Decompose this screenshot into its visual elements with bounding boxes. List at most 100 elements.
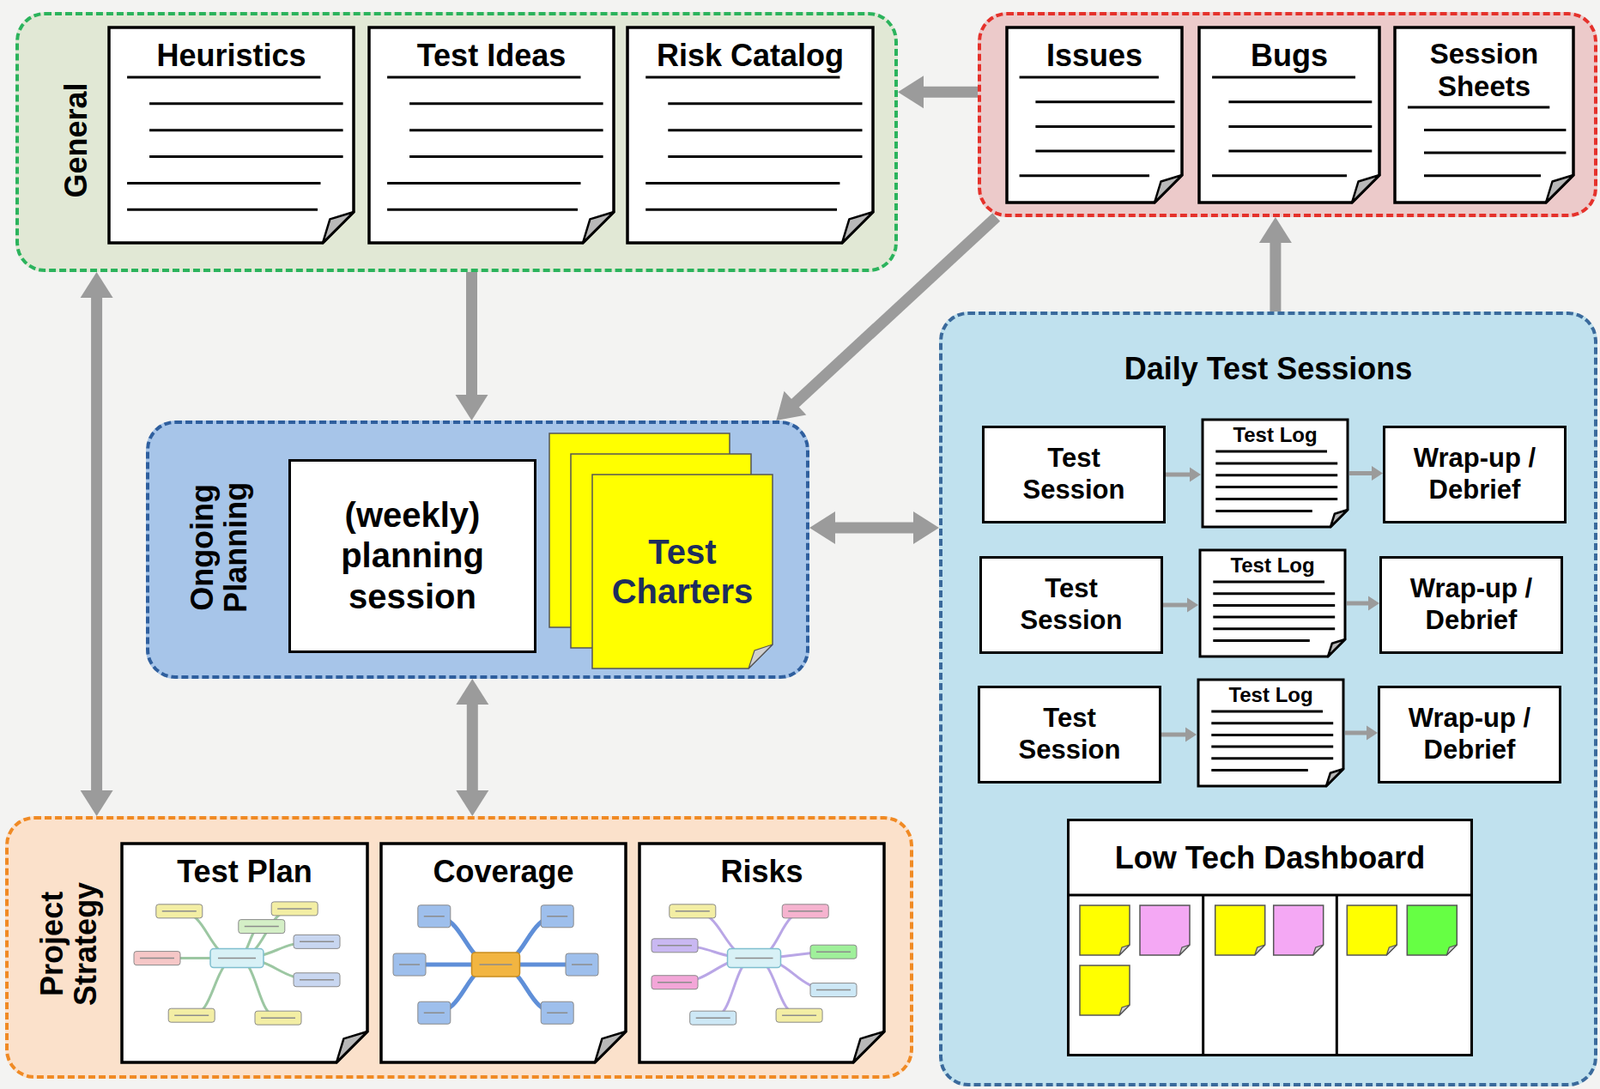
text-line [409,155,603,158]
note-fold [1179,945,1190,956]
text-line [1212,592,1335,595]
page-sheet [121,843,368,1063]
map-topic-scribble [424,915,445,918]
map-topic [810,945,857,959]
title-underline [1212,76,1356,79]
page-sheet [1199,27,1380,203]
text-line [1424,151,1566,155]
map-topic [254,1011,302,1025]
text-line [1215,509,1313,513]
connector-line [90,292,103,796]
text-line [149,155,344,158]
note-fold [1254,945,1266,956]
note-fold [1313,945,1324,956]
document-page: Bugs [1197,25,1382,205]
process-box: Test Session [977,685,1162,784]
map-topic [651,975,698,990]
folded-corner [842,212,873,243]
folded-corner [336,1031,368,1063]
note-fold [1446,945,1457,956]
page-sheet [109,27,354,243]
document-title: Test Plan [176,854,312,890]
text-line [1212,616,1335,619]
text-line [645,208,837,212]
text-line [149,102,344,105]
mind-map [393,905,599,1025]
document-page: Risk Catalog [625,25,875,245]
map-center [472,952,521,977]
process-box: Test Session [981,425,1166,524]
text-line [1211,745,1334,749]
page-sheet [1006,27,1182,203]
group-panel: IssuesBugsSession Sheets [977,12,1598,218]
map-topic [540,1001,574,1025]
group-panel: GeneralHeuristicsTest IdeasRisk Catalog [15,12,898,273]
map-topic [418,905,451,928]
map-topic [540,905,574,928]
title-underline [387,76,581,79]
sticky-note [1346,905,1397,956]
box-label: Wrap-up / Debrief [1397,442,1552,506]
title-underline [1215,450,1328,454]
map-topic [669,904,716,919]
map-topic [565,953,599,976]
test-log-title: Test Log [1228,683,1313,708]
map-topic-scribble [787,910,823,913]
map-topic [293,934,340,949]
folded-corner [594,1031,626,1063]
document-page: Session Sheets [1393,25,1576,205]
connector-arrow [80,272,114,817]
arrow-head [913,511,940,545]
map-topic [651,939,698,953]
text-line [1035,150,1175,153]
note-fold [1119,1005,1130,1016]
folded-corner [1330,509,1348,528]
map-topic-scribble [816,951,851,953]
connector-line [1269,237,1281,312]
dashboard-board: Low Tech Dashboard [1066,818,1473,1057]
text-line [409,128,603,132]
arrow-head [455,394,489,421]
group-label: Daily Test Sessions [942,352,1594,387]
sticky-note-stack: Test Charters [592,474,773,669]
folded-corner [1351,175,1380,203]
box-label: Test Session [1000,703,1139,766]
map-topic [168,1008,215,1023]
map-topic-scribble [260,1017,296,1019]
arrow-head [897,75,924,109]
text-line [1211,733,1334,737]
text-line [1228,125,1372,128]
connector-line [830,521,919,534]
note-fold [748,644,773,669]
dashboard-title: Low Tech Dashboard [1069,821,1471,896]
text-line [1424,128,1566,132]
folded-corner [582,212,614,243]
text-line [1215,473,1338,477]
map-topic-scribble [546,1012,568,1014]
map-topic-scribble [675,910,710,913]
map-topic-scribble [162,910,197,913]
sticky-note [1215,905,1266,956]
map-topic [293,973,340,988]
folded-corner [1545,175,1574,203]
arrow-head [809,511,836,545]
test-log-page: Test Log [1200,418,1350,529]
map-topic-scribble [244,926,279,928]
text-line [667,155,862,158]
text-line [1424,174,1541,177]
process-box: Wrap-up / Debrief [1377,685,1562,784]
note-fold [1386,945,1397,956]
title-underline [1407,106,1550,110]
title-underline [1019,76,1159,79]
document-page: Risks [637,842,886,1065]
document-title: Coverage [432,854,574,890]
text-line [1211,757,1334,760]
sticky-note [1079,965,1130,1016]
map-topic-scribble [571,963,593,966]
folded-corner [1327,639,1346,657]
box-label: (weekly) planning session [314,495,512,618]
arrow-head [455,790,489,817]
map-topic [690,1011,737,1025]
page-sheet [627,27,873,243]
group-panel: Daily Test SessionsTest SessionTest LogW… [939,311,1598,1087]
